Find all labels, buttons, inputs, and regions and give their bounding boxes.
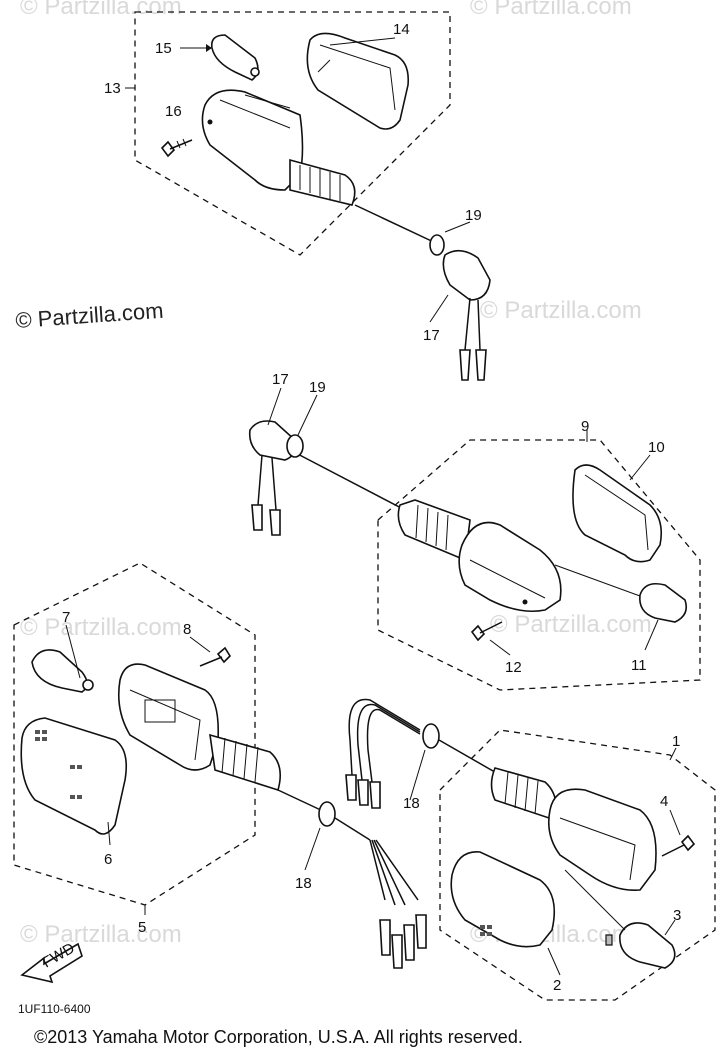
callout-18: 18 — [403, 795, 420, 812]
diagram-code: 1UF110-6400 — [18, 1002, 91, 1016]
callout-19: 19 — [309, 379, 326, 396]
callout-15: 15 — [155, 40, 172, 57]
assembly-1 — [345, 698, 716, 1001]
watermark-faint: © Partzilla.com — [470, 0, 632, 20]
assembly-13 — [125, 11, 491, 381]
watermark-faint: © Partzilla.com — [20, 921, 182, 948]
assembly-9 — [248, 387, 701, 691]
callout-16: 16 — [165, 103, 182, 120]
callout-17: 17 — [423, 327, 440, 344]
callout-4: 4 — [660, 793, 668, 810]
callout-19: 19 — [465, 207, 482, 224]
watermark-faint: © Partzilla.com — [20, 614, 182, 641]
watermark-faint: © Partzilla.com — [20, 0, 182, 20]
callout-13: 13 — [104, 80, 121, 97]
callout-12: 12 — [505, 659, 522, 676]
callout-3: 3 — [673, 907, 681, 924]
watermark-faint: © Partzilla.com — [490, 611, 652, 638]
callout-8: 8 — [183, 621, 191, 638]
callout-5: 5 — [138, 919, 146, 936]
callout-6: 6 — [104, 851, 112, 868]
callout-7: 7 — [62, 609, 70, 626]
watermark-faint: © Partzilla.com — [480, 297, 642, 324]
callout-17: 17 — [272, 371, 289, 388]
assembly-5 — [13, 562, 427, 969]
callout-11: 11 — [631, 657, 647, 674]
callout-9: 9 — [581, 418, 589, 435]
callout-2: 2 — [553, 977, 561, 994]
copyright-notice: ©2013 Yamaha Motor Corporation, U.S.A. A… — [34, 1027, 523, 1047]
callout-14: 14 — [393, 21, 410, 38]
callout-1: 1 — [672, 733, 680, 750]
callout-18: 18 — [295, 875, 312, 892]
callout-10: 10 — [648, 439, 665, 456]
watermark-main: © Partzilla.com — [15, 298, 165, 333]
